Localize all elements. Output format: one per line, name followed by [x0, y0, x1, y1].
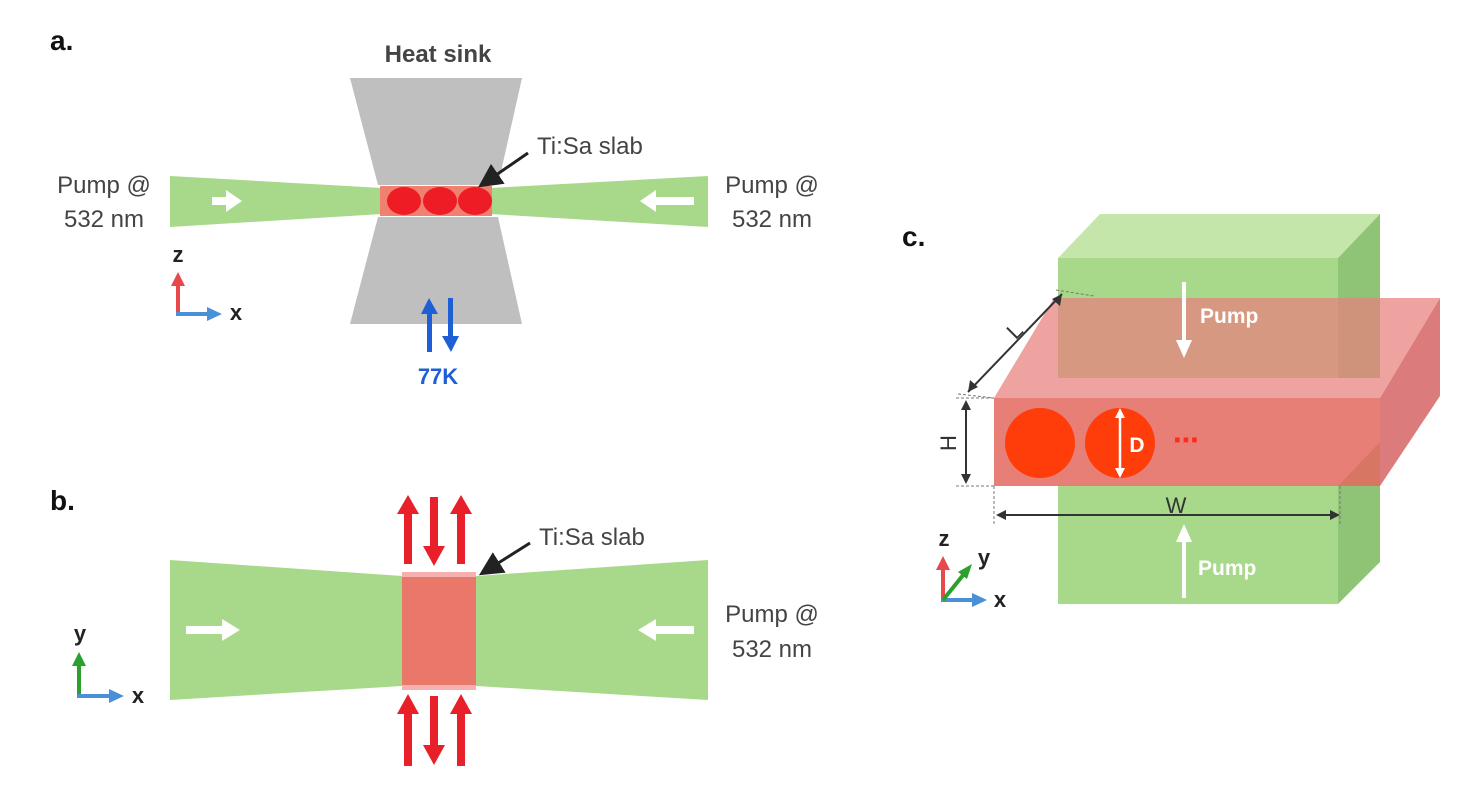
emission-arrow-top-1 [397, 495, 419, 564]
panel-c-label: c. [902, 221, 925, 252]
diameter-dimension [1115, 408, 1125, 478]
heat-sink-top [350, 78, 522, 185]
pump-label-bottom-c: Pump [1198, 557, 1256, 580]
pump-arrow-up-c [1176, 524, 1192, 598]
pump-direction-arrow-right-b [186, 619, 240, 641]
ti-sa-slab-b [402, 575, 476, 687]
axes-yx [72, 652, 124, 703]
dim-label-l: L [1002, 318, 1028, 344]
panel-b-label: b. [50, 485, 75, 516]
emission-arrow-bottom-2 [423, 696, 445, 765]
pump-label-left-a-line2: 532 nm [64, 206, 144, 233]
pump-label-right-a-line2: 532 nm [732, 206, 812, 233]
width-dimension [993, 486, 1341, 524]
heat-sink-bottom [350, 217, 522, 324]
pump-direction-arrow-left-b [638, 619, 694, 641]
cooling-arrow-up [421, 298, 438, 352]
slab-pointer-b [478, 541, 531, 576]
pump-beam-right-b [476, 560, 708, 700]
pump-label-left-a-line1: Pump @ [57, 172, 151, 199]
slab-side-face [1380, 298, 1440, 486]
pump-arrow-down-c [1176, 282, 1192, 358]
dim-label-d: D [1129, 434, 1144, 457]
axis-label-x-c: x [994, 587, 1007, 612]
pump-beam-left-a [170, 176, 382, 227]
axis-label-z-c: z [939, 526, 950, 551]
axis-label-z-a: z [173, 242, 184, 267]
panel-c: c. ⋯ D Pump Pump [902, 214, 1440, 612]
pump-block-bottom-front-face [1058, 486, 1338, 604]
pump-block-top-top-face [1058, 214, 1380, 258]
pump-label-right-b-line2: 532 nm [732, 636, 812, 663]
pump-beam-right-a [490, 176, 708, 227]
cooling-arrow-down [442, 298, 459, 352]
pump-spot-1 [387, 187, 421, 215]
pump-label-right-a-line1: Pump @ [725, 172, 819, 199]
emission-arrow-bottom-3 [450, 694, 472, 766]
more-spots-ellipsis: ⋯ [1173, 425, 1199, 455]
emission-arrow-top-2 [423, 497, 445, 566]
pump-beam-left-b [170, 560, 402, 700]
dim-label-w: W [1166, 493, 1187, 518]
pump-label-top-c: Pump [1200, 305, 1258, 328]
panel-a: a. Heat sink Ti:Sa slab Pump @ 532 nm Pu… [50, 25, 819, 389]
axis-label-y-b: y [74, 621, 87, 646]
slab-label-b: Ti:Sa slab [539, 524, 645, 551]
pump-spot-c-1 [1005, 408, 1075, 478]
height-dimension [956, 397, 994, 487]
heat-sink-label: Heat sink [385, 41, 492, 68]
slab-pointer-a [478, 151, 529, 188]
dim-label-h: H [936, 435, 961, 451]
slab-glow-bottom [402, 685, 476, 690]
pump-spot-3 [458, 187, 492, 215]
slab-label-a: Ti:Sa slab [537, 133, 643, 160]
axis-label-x-a: x [230, 300, 243, 325]
slab-glow-top [402, 572, 476, 577]
panel-a-label: a. [50, 25, 73, 56]
emission-arrow-bottom-1 [397, 694, 419, 766]
axes-zyx [936, 556, 987, 607]
emission-arrow-top-3 [450, 495, 472, 564]
slab-top-face [994, 298, 1440, 398]
axis-label-y-c: y [978, 545, 991, 570]
axis-label-x-b: x [132, 683, 145, 708]
pump-spot-2 [423, 187, 457, 215]
pump-direction-arrow-right [212, 190, 242, 212]
temperature-label: 77K [418, 364, 458, 389]
pump-label-right-b-line1: Pump @ [725, 601, 819, 628]
axes-zx [171, 272, 222, 321]
length-dimension [957, 289, 1095, 399]
panel-b: b. Ti:Sa slab [50, 485, 819, 766]
pump-direction-arrow-left [640, 190, 694, 212]
